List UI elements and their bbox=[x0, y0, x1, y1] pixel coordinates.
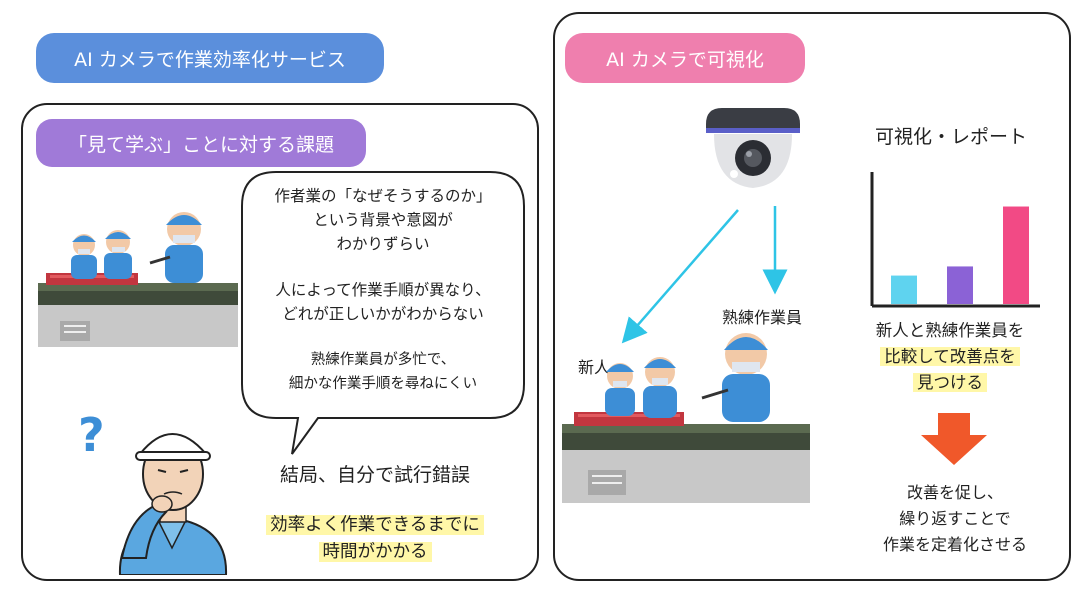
chart-bar-2 bbox=[947, 266, 973, 304]
assembly-line-illustration-right bbox=[562, 333, 810, 503]
chart-bar-1 bbox=[891, 275, 917, 304]
chart-bar-3 bbox=[1003, 206, 1029, 304]
challenge-1-line-2: という背景や意図が bbox=[313, 211, 453, 229]
report-bar-chart bbox=[870, 172, 1040, 308]
improvement-arrow-icon bbox=[921, 413, 987, 465]
novice-worker-label: 新人 bbox=[578, 358, 611, 377]
challenge-2-line-2: どれが正しいかがわからない bbox=[282, 305, 484, 323]
report-title: 可視化・レポート bbox=[875, 126, 1028, 148]
visualization-heading: AI カメラで可視化 bbox=[565, 33, 805, 83]
visualization-heading-text: AI カメラで可視化 bbox=[606, 48, 764, 71]
confused-worker-illustration bbox=[118, 433, 228, 575]
conclusion-text: 結局、自分で試行錯誤 bbox=[279, 464, 470, 486]
speech-bubble bbox=[241, 171, 525, 455]
ai-camera-icon bbox=[706, 108, 800, 188]
challenges-heading-text: 「見て学ぶ」ことに対する課題 bbox=[67, 133, 334, 156]
main-title: AI カメラで作業効率化サービス bbox=[36, 33, 384, 83]
challenge-1-line-3: わかりずらい bbox=[336, 235, 430, 253]
challenge-3-line-1: 熟練作業員が多忙で、 bbox=[310, 352, 456, 368]
outcome-text: 改善を促し、 繰り返すことで 作業を定着化させる bbox=[850, 480, 1060, 558]
challenge-1-line-1: 作者業の「なぜそうするのか」 bbox=[274, 187, 492, 205]
compare-line-1: 新人と熟練作業員を bbox=[875, 321, 1025, 340]
expert-worker-label: 熟練作業員 bbox=[722, 308, 803, 327]
outcome-line-1: 改善を促し、 bbox=[906, 483, 1003, 502]
outcome-line-2: 繰り返すことで bbox=[899, 509, 1011, 528]
speech-bubble-content: 作者業の「なぜそうするのか」 という背景や意図が わかりずらい 人によって作業手… bbox=[244, 182, 522, 412]
challenge-3-line-2: 細かな作業手順を尋ねにくい bbox=[288, 376, 478, 392]
compare-text: 新人と熟練作業員を 比較して改善点を 見つける bbox=[850, 318, 1050, 396]
camera-arrows bbox=[621, 206, 788, 344]
assembly-line-illustration-left bbox=[38, 212, 238, 347]
challenges-heading: 「見て学ぶ」ことに対する課題 bbox=[36, 119, 366, 167]
compare-line-3: 見つける bbox=[913, 373, 987, 392]
result-line-2: 時間がかかる bbox=[318, 542, 432, 562]
compare-line-2: 比較して改善点を bbox=[880, 347, 1020, 366]
result-text: 効率よく作業できるまでに 時間がかかる bbox=[240, 512, 510, 566]
challenge-2-line-1: 人によって作業手順が異なり、 bbox=[275, 281, 491, 299]
outcome-line-3: 作業を定着化させる bbox=[882, 535, 1027, 554]
result-line-1: 効率よく作業できるまでに bbox=[266, 515, 484, 535]
main-title-text: AI カメラで作業効率化サービス bbox=[74, 48, 346, 71]
question-mark-icon: ? bbox=[78, 408, 105, 462]
